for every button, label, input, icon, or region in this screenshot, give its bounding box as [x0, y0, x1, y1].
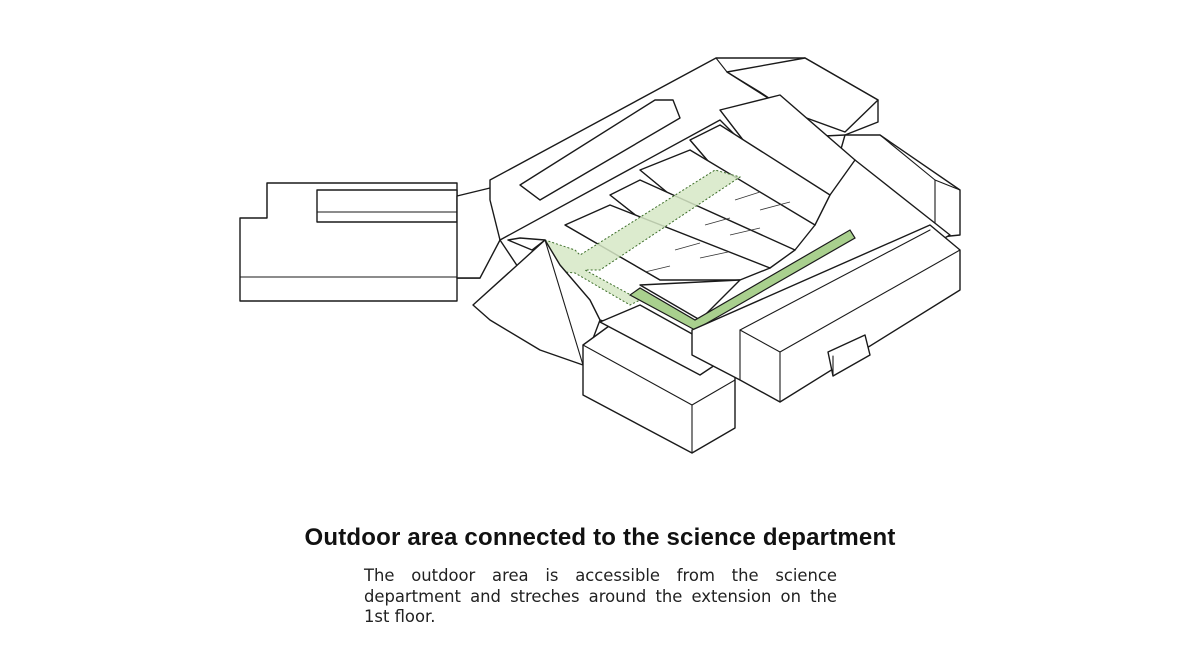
south-east-wing [691, 224, 961, 403]
diagram-caption: The outdoor area is accessible from the … [364, 566, 837, 626]
south-west-wing [472, 237, 601, 366]
west-wing [239, 182, 491, 302]
outdoor-area-highlight [531, 169, 742, 306]
axonometric-building-diagram [239, 57, 961, 454]
diagram-title: Outdoor area connected to the science de… [304, 524, 896, 551]
stepped-roof [564, 94, 856, 321]
